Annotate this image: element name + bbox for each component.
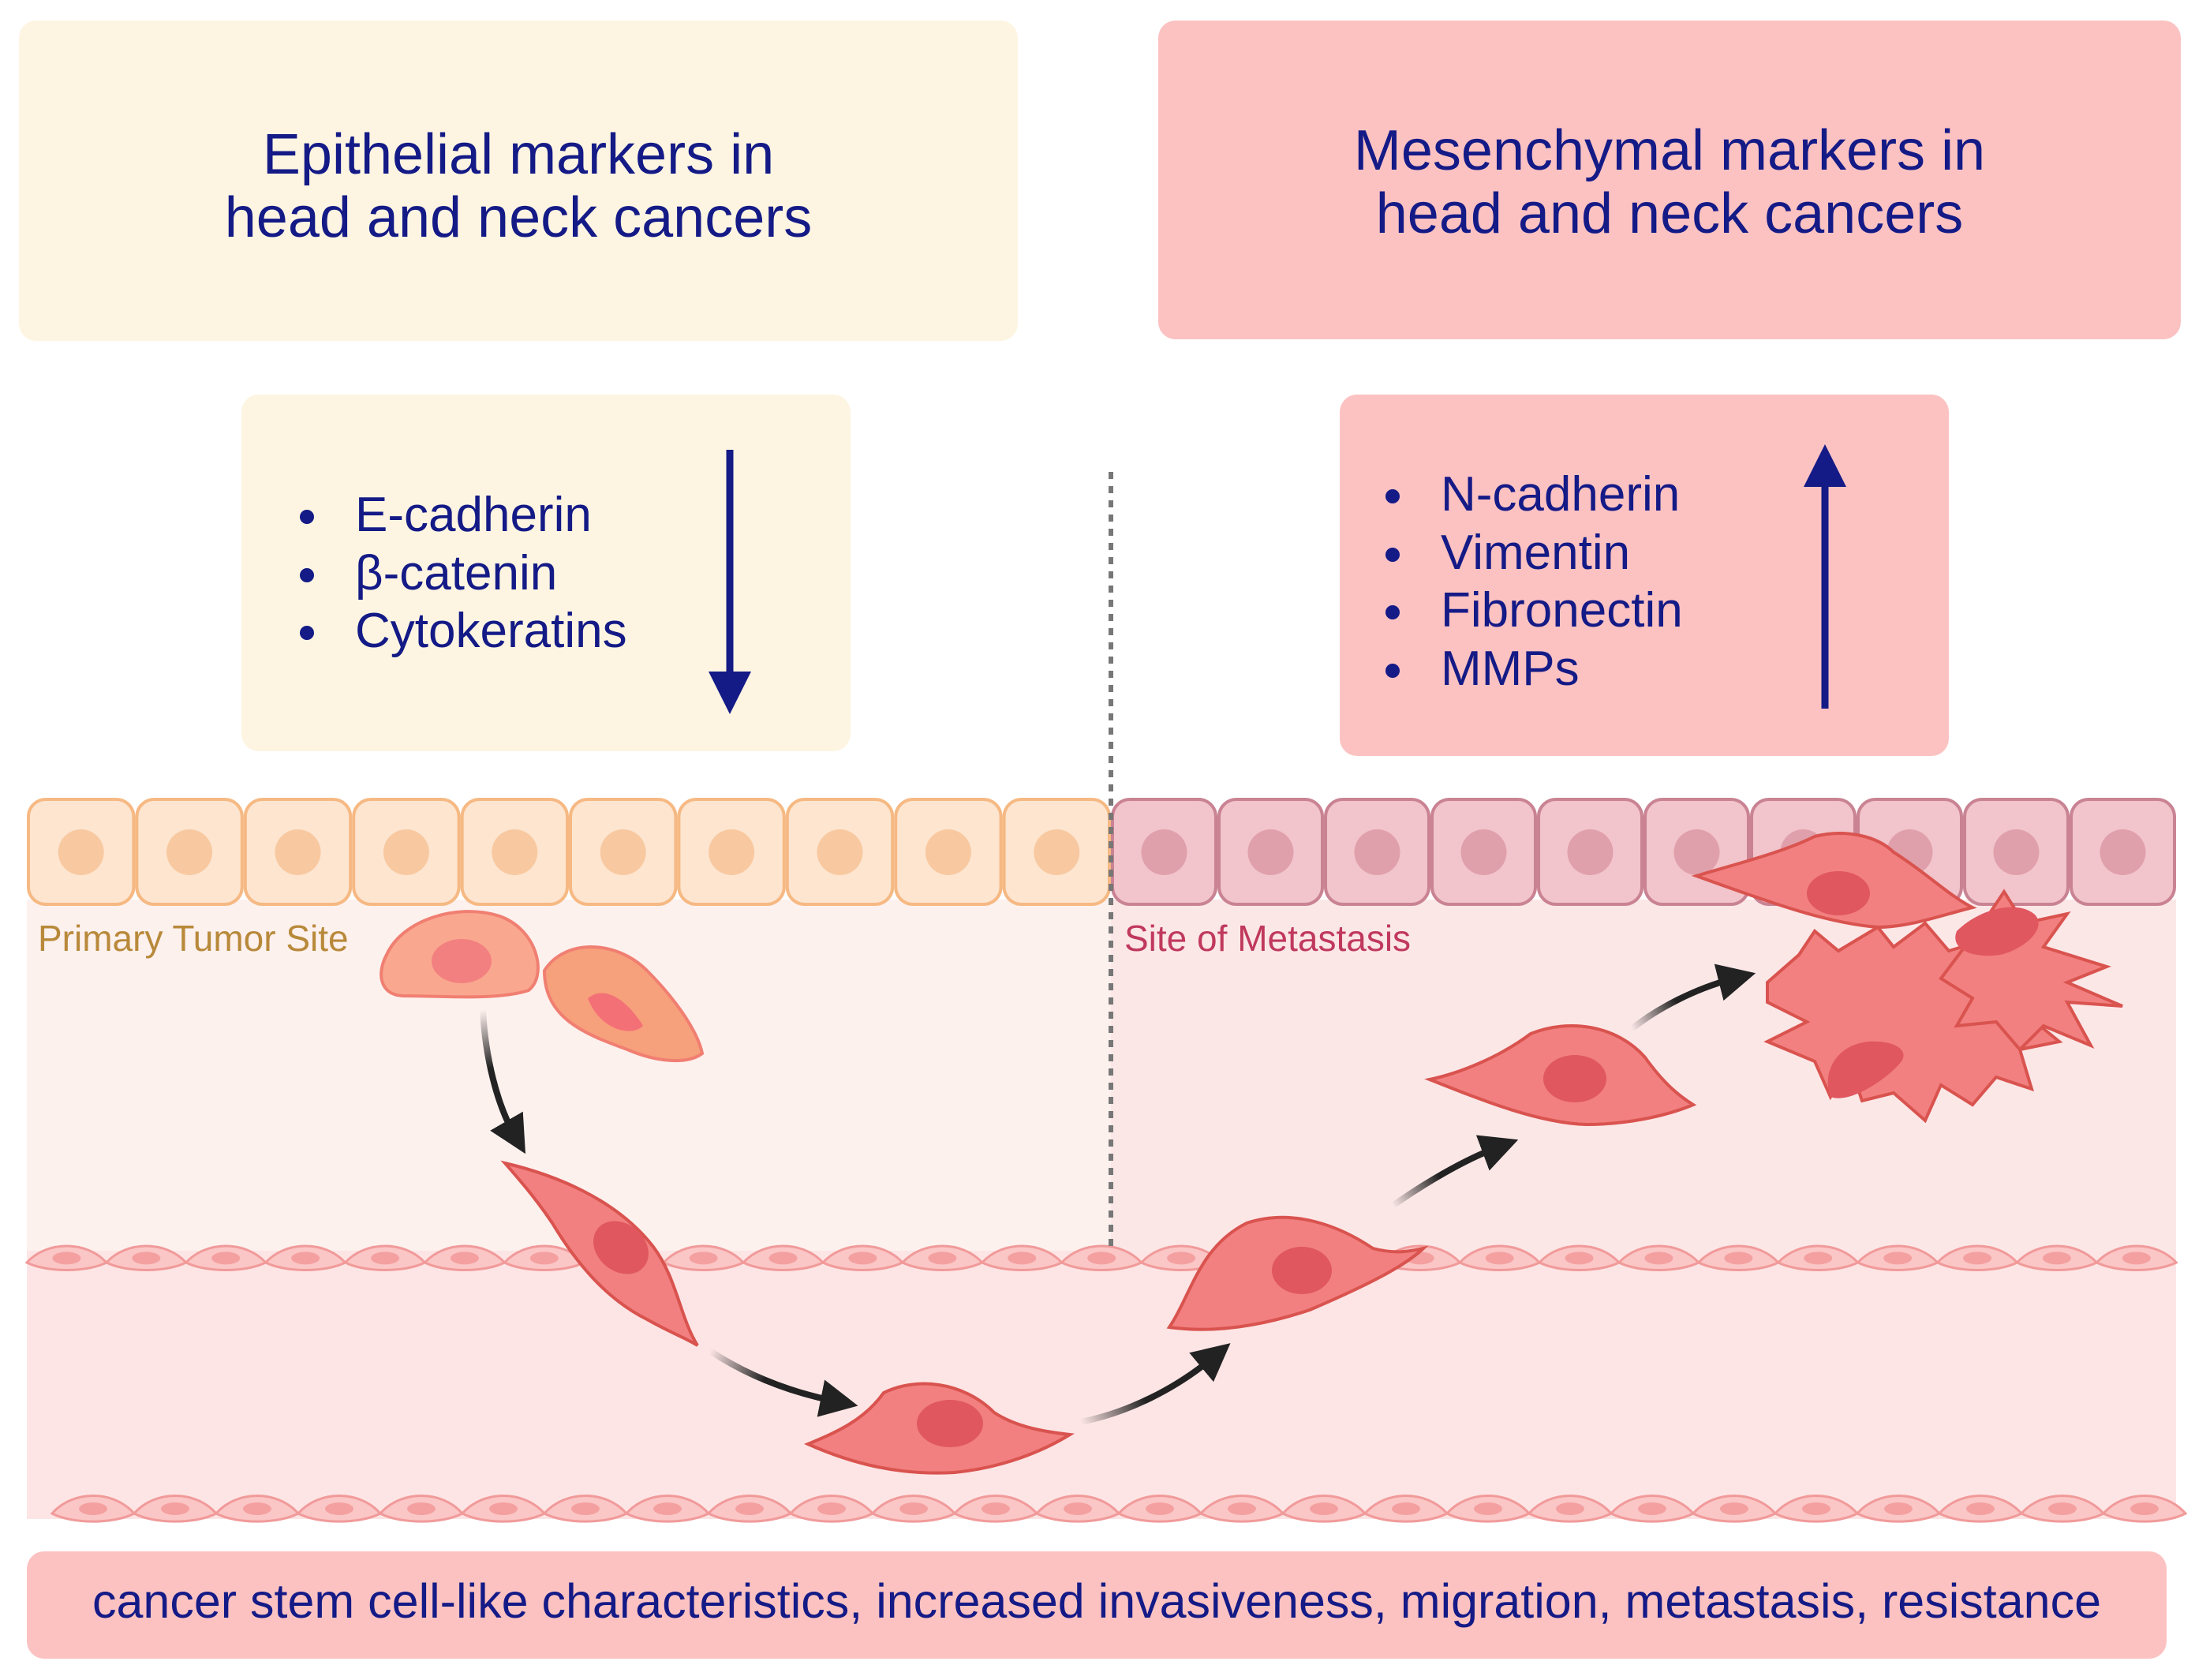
metastasis-epithelial-cell [1537,798,1643,906]
primary-epithelial-cell [135,798,244,906]
extravasating-cell [1166,1215,1429,1331]
metastasis-epithelial-cell [1111,798,1217,906]
endothelial-cell [1696,1244,1781,1271]
migrating-cell [1424,1024,1697,1127]
epithelial-title-line1: Epithelial markers in [262,123,775,186]
metastasis-epithelial-cell [1643,798,1750,906]
primary-epithelial-layer [27,798,1111,906]
mesenchymal-title-line2: head and neck cancers [1375,182,1964,245]
endothelial-cell [104,1244,189,1271]
endothelial-cell [2015,1244,2099,1271]
marker-vimentin: Vimentin [1385,524,1683,582]
primary-site-label: Primary Tumor Site [38,918,349,959]
endothelial-cell [378,1495,465,1523]
primary-epithelial-cell [352,798,461,906]
elongating-cell [542,945,705,1062]
primary-epithelial-cell [27,798,136,906]
epithelial-marker-list: E-cadherin β-catenin Cytokeratins [300,486,627,660]
endothelial-cell [952,1495,1039,1523]
marker-e-cadherin: E-cadherin [300,486,627,544]
endothelial-cell [343,1244,427,1271]
mesenchymal-markers-panel: N-cadherin Vimentin Fibronectin MMPs [1340,395,1949,756]
mesenchymal-marker-list: N-cadherin Vimentin Fibronectin MMPs [1385,466,1683,698]
primary-epithelial-cell [677,798,786,906]
metastasis-epithelial-cell [1963,798,2070,906]
endothelial-cell [214,1495,301,1523]
endothelial-cell [24,1244,109,1271]
endothelial-cell [502,1244,586,1271]
detaching-cell [380,910,540,999]
metastasis-epithelial-layer [1111,798,2176,906]
marker-n-cadherin: N-cadherin [1385,466,1683,524]
circulating-cell [803,1382,1075,1475]
endothelial-cell [460,1495,547,1523]
curved-arrow-icon [480,963,1756,1425]
endothelial-cell [1937,1495,2024,1523]
primary-epithelial-cell [785,798,895,906]
invading-cell [500,1160,699,1347]
endothelial-cell [1116,1495,1203,1523]
mesenchymal-title-line1: Mesenchymal markers in [1353,119,1986,182]
endothelial-cell [50,1495,136,1523]
endothelial-cell [1198,1495,1285,1523]
epithelial-title-panel: Epithelial markers in head and neck canc… [19,21,1018,341]
endothelial-cell [1281,1495,1367,1523]
endothelial-cell [423,1244,507,1271]
marker-fibronectin: Fibronectin [1385,582,1683,640]
metastasis-site-label: Site of Metastasis [1124,918,1412,959]
primary-epithelial-cell [243,798,353,906]
mesenchymal-title-panel: Mesenchymal markers in head and neck can… [1158,21,2181,339]
epithelial-title: Epithelial markers in head and neck canc… [19,123,1018,249]
endothelial-cell [706,1495,793,1523]
colonizing-cells [1691,832,2123,1124]
outcome-text: cancer stem cell-like characteristics, i… [92,1574,2101,1628]
primary-epithelial-cell [1002,798,1111,906]
epithelial-title-line2: head and neck cancers [224,186,813,249]
metastasis-epithelial-cell [1324,798,1430,906]
endothelial-cell [1617,1244,1701,1271]
outcome-banner: cancer stem cell-like characteristics, i… [27,1551,2167,1659]
metastasis-epithelial-cell [1217,798,1324,906]
blood-vessel [27,1251,2176,1519]
vessel-wall-bottom [50,1495,2188,1523]
primary-epithelial-cell [569,798,678,906]
marker-cytokeratins: Cytokeratins [300,602,627,660]
mesenchymal-title: Mesenchymal markers in head and neck can… [1158,119,2181,245]
marker-mmps: MMPs [1385,640,1683,698]
primary-epithelial-cell [894,798,1003,906]
primary-epithelial-cell [460,798,569,906]
epithelial-markers-panel: E-cadherin β-catenin Cytokeratins [241,395,851,751]
metastasis-epithelial-cell [2070,798,2176,906]
endothelial-cell [2094,1244,2178,1271]
endothelial-cell [2101,1495,2188,1523]
endothelial-cell [1034,1495,1121,1523]
endothelial-cell [1855,1495,1942,1523]
metastasis-epithelial-cell [1430,798,1537,906]
marker-beta-catenin: β-catenin [300,544,627,603]
